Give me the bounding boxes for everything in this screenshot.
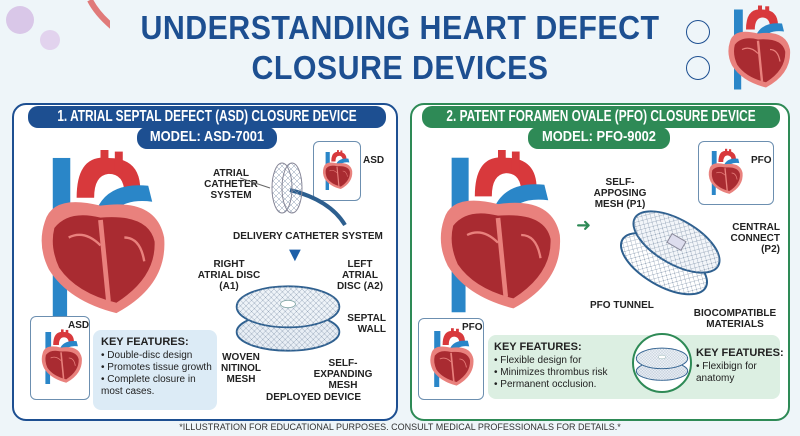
pfo-heart-illustration [418,150,578,320]
right-arrow-icon: ➜ [576,215,592,235]
feature-item: • Permanent occlusion. [494,379,597,390]
heart-anatomy-icon [686,56,710,80]
down-arrow-icon: ▼ [285,244,305,266]
page-title: UNDERSTANDING HEART DEFECT CLOSURE DEVIC… [32,8,768,88]
label-right-disc: RIGHT ATRIAL DISC (A1) [197,259,261,292]
pfo-heading: 2. PATENT FORAMEN OVALE (PFO) CLOSURE DE… [446,108,756,125]
asd-model-box: MODEL: ASD-7001 [137,127,277,149]
asd-inset-bottom [30,316,90,400]
features-title-2: KEY FEATURES: [696,347,784,359]
pfo-inset-top [698,141,774,205]
feature-item: • Flexibign for anatomy [696,361,757,384]
label-left-disc: LEFT ATRIAL DISC (A2) [336,259,384,292]
label-central-connect: CENTRAL CONNECT (P2) [730,222,780,255]
asd-heading: 1. ATRIAL SEPTAL DEFECT (ASD) CLOSURE DE… [57,108,357,125]
label-self-apposing: SELF-APPOSING MESH (P1) [593,177,647,210]
feature-item: • Double-disc design [101,350,193,361]
title-line-2: CLOSURE DEVICES [251,49,549,86]
feature-item: • Complete closure in most cases. [101,374,196,397]
label-pfo-tunnel: PFO TUNNEL [590,300,654,311]
heart-outline-icon [686,20,710,44]
pfo-heading-box: 2. PATENT FORAMEN OVALE (PFO) CLOSURE DE… [422,106,780,128]
asd-deployed-device [232,280,344,356]
label-deployed-device: DEPLOYED DEVICE [266,392,362,403]
pfo-device [620,210,721,296]
label-self-expanding: SELF-EXPANDING MESH [313,358,373,391]
features-title: KEY FEATURES: [101,336,189,348]
asd-heart-illustration [18,150,183,325]
footer-disclaimer: *ILLUSTRATION FOR EDUCATIONAL PURPOSES. … [179,422,621,432]
label-woven-mesh: WOVEN NITINOL MESH [221,352,261,385]
label-atrial-catheter: ATRIAL CATHETER SYSTEM [204,168,258,201]
asd-inset-label: ASD [363,155,385,166]
features-title: KEY FEATURES: [494,341,582,353]
label-septal-wall: SEPTAL WALL [347,313,386,335]
asd-inset-top [313,141,361,201]
pfo-inset-bottom-label: PFO [462,322,483,333]
catheter-device [240,162,347,227]
asd-key-features: KEY FEATURES: • Double-disc design • Pro… [93,330,217,410]
asd-inset-bottom-label: ASD [68,320,90,331]
asd-heading-box: 1. ATRIAL SEPTAL DEFECT (ASD) CLOSURE DE… [28,106,386,128]
feature-item: • Promotes tissue growth [101,362,212,373]
feature-item: • Minimizes thrombus risk [494,367,608,378]
feature-item: • Flexible design for [494,355,582,366]
pfo-device-circle [632,333,692,393]
asd-model: MODEL: ASD-7001 [149,128,265,145]
pfo-model: MODEL: PFO-9002 [542,128,656,145]
pfo-model-box: MODEL: PFO-9002 [528,127,670,149]
label-delivery-catheter: DELIVERY CATHETER SYSTEM [233,231,383,242]
title-line-1: UNDERSTANDING HEART DEFECT [140,9,660,46]
header-icons [686,20,710,80]
pfo-inset-bottom [418,318,484,400]
label-biocompatible: BIOCOMPATIBLE MATERIALS [693,308,777,330]
pfo-inset-label: PFO [751,155,772,166]
pfo-features-col-2: KEY FEATURES: • Flexibign for anatomy [696,347,784,385]
pfo-features-col-1: KEY FEATURES: • Flexible design for • Mi… [494,341,608,391]
heart-illustration-top [718,2,798,97]
